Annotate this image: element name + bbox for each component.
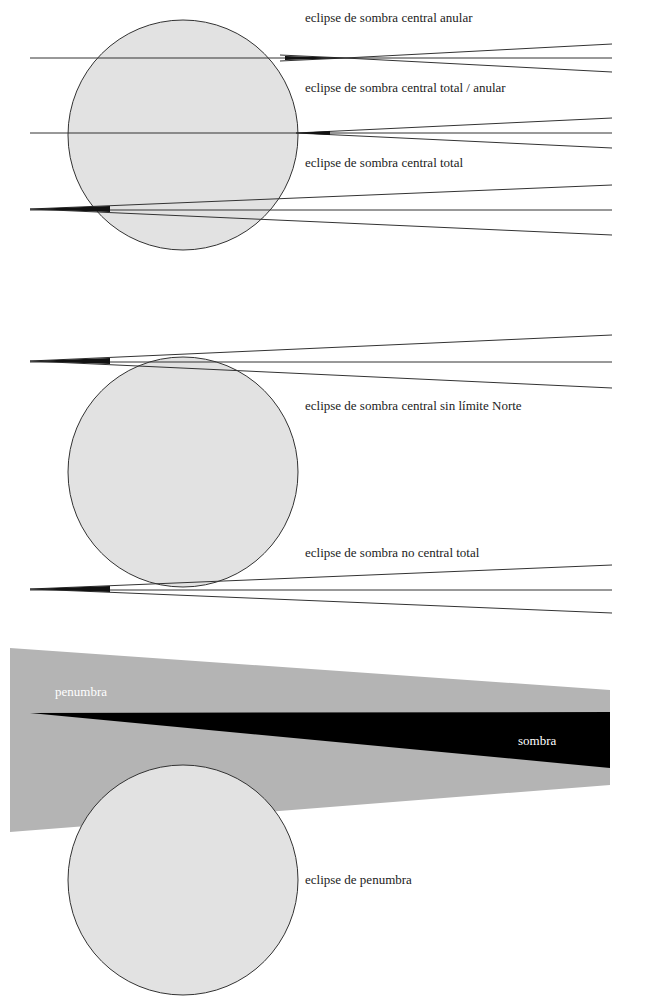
penumbra-band-fill: [10, 648, 610, 832]
eclipse-label: eclipse de sombra central total: [305, 155, 463, 171]
umbra-cone-fill: [30, 712, 610, 768]
eclipse-label: eclipse de sombra no central total: [305, 545, 479, 561]
shadow-edge: [296, 118, 612, 133]
shadow-edge: [30, 209, 612, 235]
umbra-tip: [30, 358, 110, 364]
shadow-edge: [345, 44, 612, 58]
shadow-edge: [345, 58, 612, 72]
earth-circle: [68, 357, 298, 587]
shadow-edge: [30, 589, 612, 613]
shadow-edge: [30, 185, 612, 209]
penumbra-band: penumbra sombra: [10, 648, 610, 832]
umbra-tip: [30, 206, 110, 212]
eclipse-label: eclipse de penumbra: [305, 872, 412, 888]
axis-line: [30, 210, 612, 211]
eclipse-label: eclipse de sombra central sin límite Nor…: [305, 398, 522, 414]
penumbra-band-label: penumbra: [55, 684, 107, 700]
eclipse-label: eclipse de sombra central total / anular: [305, 80, 506, 96]
shadow-edge: [30, 361, 612, 388]
umbra-tip: [296, 131, 330, 135]
shadow-edge: [296, 133, 612, 148]
shadow-edge: [30, 565, 612, 589]
shadow-edge: [30, 335, 612, 361]
eclipse-label: eclipse de sombra central anular: [305, 10, 472, 26]
umbra-tip: [285, 56, 345, 60]
umbra-tip: [30, 586, 110, 592]
axis-line: [30, 590, 612, 591]
axis-line: [30, 362, 612, 363]
umbra-cone-label: sombra: [518, 733, 556, 749]
umbra-cone: sombra: [30, 710, 610, 768]
